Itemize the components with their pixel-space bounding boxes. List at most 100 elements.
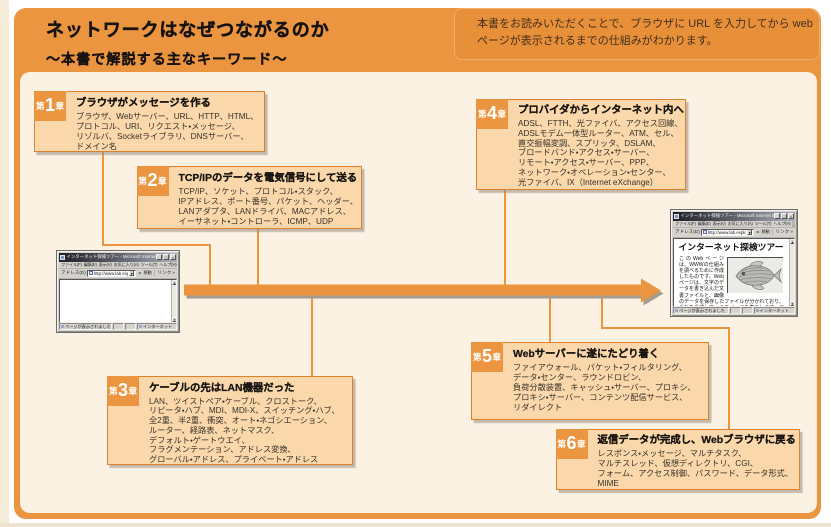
result-page: インターネット探検ツアー <box>675 239 787 306</box>
chapter-4-title: プロバイダからインターネット内へ <box>518 105 684 116</box>
page-doc-icon <box>703 230 707 235</box>
chapter-badge-prefix: 第 <box>472 352 482 362</box>
result-scrollbar[interactable]: ▲ ▼ <box>789 239 794 306</box>
zone-globe-icon <box>138 325 142 328</box>
go-arrow-icon <box>138 272 142 275</box>
menu-tools[interactable]: ツール(T) <box>140 261 158 267</box>
menu-favorites[interactable]: お気に入り(A) <box>727 220 753 226</box>
connector-ch3 <box>311 295 313 377</box>
chapter-badge-prefix: 第 <box>557 438 566 449</box>
links-label[interactable]: リンク » <box>154 270 175 277</box>
request-scrollbar[interactable]: ▲ ▼ <box>171 280 176 322</box>
url-input[interactable]: http://www.lab.explore.co.jp/sample/web.… <box>701 228 754 236</box>
scroll-down-icon[interactable]: ▼ <box>172 316 176 322</box>
go-button-label: 移動 <box>761 229 770 235</box>
menu-favorites[interactable]: お気に入り(A) <box>113 261 139 267</box>
connector-ch1-v2 <box>208 243 211 286</box>
go-button[interactable]: 移動 <box>137 270 152 277</box>
status-text: ページが表示されました <box>679 307 725 313</box>
request-content: ▲ ▼ <box>59 279 177 323</box>
close-button[interactable]: × <box>170 254 176 261</box>
chapter-1-keywords: ブラウザ、Webサーバー、URL、HTTP、HTML、 プロトコル、URI、リク… <box>76 111 259 151</box>
chapter-2-keywords: TCP/IP、ソケット、プロトコル・スタック、 IPアドレス、ポート番号、パケッ… <box>178 186 358 226</box>
result-page-text: このWebページは、WWWの仕組みを調べるために作成したものです。Webページは… <box>679 256 784 306</box>
chapter-badge-number: 3 <box>117 380 128 400</box>
request-menubar: ファイル(F) 編集(E) 表示(V) お気に入り(A) ツール(T) ヘルプ(… <box>59 261 177 269</box>
request-titlebar[interactable]: インターネット探検ツアー - Microsoft Internet Explor… <box>59 253 177 262</box>
connector-ch1-v1 <box>101 152 104 245</box>
go-button[interactable]: 移動 <box>755 229 770 236</box>
connector-ch1-h <box>101 243 211 246</box>
links-label[interactable]: リンク » <box>772 229 793 236</box>
request-title-text: インターネット探検ツアー - Microsoft Internet Explor… <box>66 254 157 260</box>
chapter-5-keywords: ファイアウォール、パケット・フィルタリング、 データ・センター、ラウンドロビン、… <box>513 362 696 412</box>
window-buttons: _ □ × <box>156 254 176 261</box>
chapter-5-title: Webサーバーに遂にたどり着く <box>513 348 660 360</box>
status-main: ページが表示されました <box>673 307 729 314</box>
url-dropdown-arrow-icon[interactable]: ▼ <box>128 270 134 277</box>
maximize-button[interactable]: □ <box>781 213 787 220</box>
url-text: http://www.lab.explore.co.jp/sample/web.… <box>707 229 746 235</box>
minimize-button[interactable]: _ <box>156 254 162 261</box>
status-page-icon <box>675 309 678 312</box>
chapter-badge-number: 6 <box>566 432 577 453</box>
url-text: http://www.lab.explore.co.jp/sample/web.… <box>93 270 128 276</box>
url-input[interactable]: http://www.lab.explore.co.jp/sample/web.… <box>87 269 136 277</box>
scroll-down-icon[interactable]: ▼ <box>790 300 794 306</box>
status-page-icon <box>61 325 64 328</box>
page-title: ネットワークはなぜつながるのか <box>46 20 330 40</box>
chapter-6-keywords: レスポンス・メッセージ、マルチタスク、 マルチスレッド、仮想ディレクトリ、CGI… <box>597 449 794 489</box>
connector-ch6-v1 <box>601 295 603 329</box>
connector-ch6-h <box>601 327 730 329</box>
chapter-3-title: ケーブルの先はLAN機器だった <box>149 382 295 394</box>
chapter-badge-suffix: 章 <box>492 352 502 362</box>
chapter-badge-suffix: 章 <box>128 386 138 396</box>
menu-help[interactable]: ヘルプ(H) <box>773 220 791 226</box>
menu-tools[interactable]: ツール(T) <box>754 220 772 226</box>
ie-page-icon <box>60 255 65 260</box>
chapter-badge-number: 2 <box>147 170 158 190</box>
url-dropdown-arrow-icon[interactable]: ▼ <box>746 229 752 236</box>
menu-help[interactable]: ヘルプ(H) <box>159 261 177 267</box>
chapter-6-title: 返信データが完成し、Webブラウザに戻る <box>597 435 796 446</box>
menu-file[interactable]: ファイル(F) <box>675 220 696 226</box>
menu-edit[interactable]: 編集(E) <box>697 220 711 226</box>
maximize-button[interactable]: □ <box>163 254 169 261</box>
page-edge-left <box>0 0 9 527</box>
result-menubar: ファイル(F) 編集(E) 表示(V) お気に入り(A) ツール(T) ヘルプ(… <box>673 220 795 228</box>
browser-window-request: インターネット探検ツアー - Microsoft Internet Explor… <box>56 250 180 333</box>
zone-globe-icon <box>755 309 759 312</box>
result-content: インターネット探検ツアー <box>673 238 795 307</box>
result-addressbar: アドレス(D) http://www.lab.explore.co.jp/sam… <box>673 228 795 238</box>
menu-edit[interactable]: 編集(E) <box>83 261 97 267</box>
address-label: アドレス(D) <box>675 229 700 235</box>
connector-ch4 <box>504 189 506 286</box>
minimize-button[interactable]: _ <box>774 213 780 220</box>
scroll-up-icon[interactable]: ▲ <box>172 280 176 285</box>
chapter-badge-suffix: 章 <box>497 108 507 119</box>
chapter-badge-prefix: 第 <box>138 176 147 186</box>
menu-file[interactable]: ファイル(F) <box>61 261 82 267</box>
chapter-badge-prefix: 第 <box>35 101 45 111</box>
page-subtitle: 〜本書で解説する主なキーワード〜 <box>46 51 288 67</box>
chapter-3-keywords: LAN、ツイストペア・ケーブル、クロストーク、 リピータ・ハブ、MDI、MDI-… <box>149 396 340 465</box>
result-titlebar[interactable]: インターネット探検ツアー - Microsoft Internet Explor… <box>673 212 795 221</box>
scroll-up-icon[interactable]: ▲ <box>790 239 794 244</box>
chapter-badge-prefix: 第 <box>477 108 487 119</box>
menu-view[interactable]: 表示(V) <box>98 261 112 267</box>
chapter-2-title: TCP/IPのデータを電気信号にして送る <box>178 172 358 184</box>
connector-ch5 <box>549 295 551 343</box>
intro-box: 本書をお読みいただくことで、ブラウザに URL を入力してから web ページが… <box>454 8 820 60</box>
menu-view[interactable]: 表示(V) <box>712 220 726 226</box>
page-edge-bottom <box>0 523 831 527</box>
close-button[interactable]: × <box>788 213 794 220</box>
